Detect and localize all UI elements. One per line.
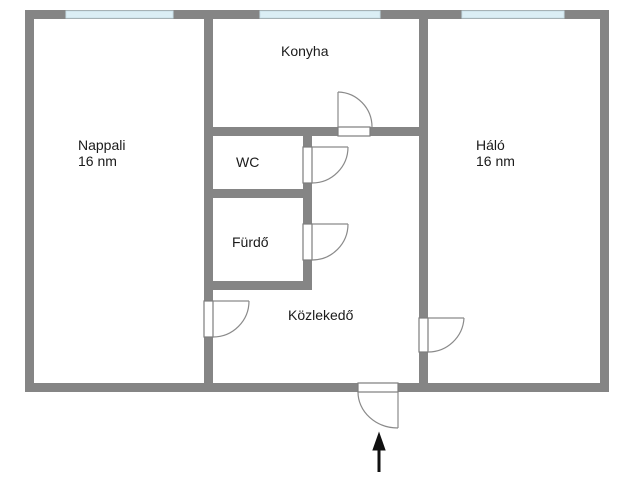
- door-entrance: [357, 382, 399, 429]
- room-label-furdo: Fürdő: [232, 234, 269, 250]
- window-konyha: [259, 10, 381, 19]
- room-label-nappali: Nappali: [78, 137, 125, 153]
- door-konyha-frame: [337, 126, 371, 137]
- outer-wall-right: [600, 10, 609, 392]
- wall-halo-left-bottom: [419, 352, 428, 392]
- door-wc-arc: [311, 146, 349, 184]
- room-label-halo: Háló: [476, 137, 505, 153]
- room-label-konyha: Konyha: [281, 43, 329, 59]
- outer-wall-bottom-left: [25, 383, 358, 392]
- window-halo: [461, 10, 565, 19]
- door-konyha: [337, 91, 373, 137]
- doors: [203, 91, 465, 429]
- windows: [65, 10, 565, 19]
- wall-konyha-bottom-right: [370, 127, 428, 136]
- wall-wc-right: [303, 127, 312, 289]
- door-halo: [418, 317, 465, 353]
- room-labels: Konyha Nappali 16 nm Háló 16 nm WC Fürdő…: [78, 43, 515, 323]
- door-furdo-frame: [302, 223, 313, 261]
- wall-halo-left-top: [419, 10, 428, 318]
- room-area-halo: 16 nm: [476, 153, 515, 169]
- room-area-nappali: 16 nm: [78, 153, 117, 169]
- outer-wall-bottom-right: [398, 383, 609, 392]
- outer-wall-left: [25, 10, 34, 392]
- wall-furdo-bottom: [204, 281, 312, 290]
- room-label-kozlekedo: Közlekedő: [288, 307, 354, 323]
- door-nappali-frame: [203, 300, 214, 338]
- door-wc: [302, 146, 349, 184]
- door-wc-frame: [302, 146, 313, 184]
- entrance-arrow-icon: [372, 431, 386, 472]
- interior-walls: [204, 10, 428, 392]
- room-label-wc: WC: [236, 154, 259, 170]
- wall-konyha-bottom-left: [204, 127, 338, 136]
- door-furdo: [302, 223, 349, 261]
- door-nappali-arc: [212, 300, 250, 338]
- door-furdo-arc: [311, 223, 349, 261]
- wall-wc-bottom: [204, 189, 312, 198]
- outer-walls: [25, 10, 609, 392]
- entrance-arrow-head: [372, 431, 386, 451]
- door-halo-arc: [427, 317, 465, 353]
- door-entrance-frame: [357, 382, 399, 393]
- door-nappali: [203, 300, 250, 338]
- door-halo-frame: [418, 317, 429, 353]
- wall-nappali-right: [204, 10, 213, 392]
- door-entrance-arc: [357, 391, 399, 429]
- door-konyha-arc: [337, 91, 373, 128]
- window-nappali: [65, 10, 174, 19]
